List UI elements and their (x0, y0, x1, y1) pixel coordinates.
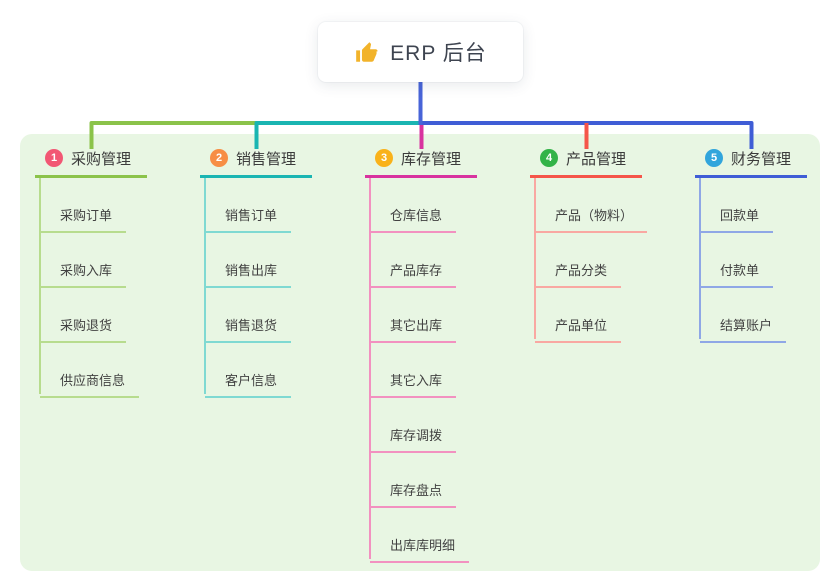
branch-label: 采购管理 (71, 150, 132, 168)
child-node-label[interactable]: 销售退货 (205, 315, 292, 343)
child-connector-line (534, 178, 536, 339)
child-node: 产品分类 (530, 233, 642, 288)
child-node-label[interactable]: 产品分类 (535, 260, 622, 288)
branch-title[interactable]: 4 产品管理 (530, 145, 642, 178)
child-node-label[interactable]: 销售订单 (205, 205, 292, 233)
branch-title[interactable]: 2 销售管理 (200, 145, 312, 178)
branch-column: 4 产品管理产品（物料） 产品分类产品单位 (530, 145, 648, 343)
branch-label: 产品管理 (566, 150, 627, 168)
child-node: 其它出库 (365, 288, 477, 343)
child-node: 出库库明细 (365, 508, 477, 563)
child-node-label[interactable]: 采购退货 (40, 315, 127, 343)
child-node-label[interactable]: 出库库明细 (370, 535, 470, 563)
child-node-label[interactable]: 产品单位 (535, 315, 622, 343)
child-node: 结算账户 (695, 288, 807, 343)
branch-number-badge: 3 (375, 149, 393, 167)
child-node: 付款单 (695, 233, 807, 288)
child-node-label[interactable]: 采购订单 (40, 205, 127, 233)
root-title: ERP 后台 (390, 42, 487, 65)
child-connector-line (39, 178, 41, 394)
child-node-label[interactable]: 销售出库 (205, 260, 292, 288)
child-node: 销售出库 (200, 233, 312, 288)
child-node: 供应商信息 (35, 343, 147, 398)
child-node: 产品库存 (365, 233, 477, 288)
child-node: 回款单 (695, 178, 807, 233)
child-node: 产品（物料） (530, 178, 648, 233)
child-node: 其它入库 (365, 343, 477, 398)
child-node: 采购入库 (35, 233, 147, 288)
branch-title[interactable]: 5 财务管理 (695, 145, 807, 178)
branch-label: 财务管理 (731, 150, 792, 168)
child-node-label[interactable]: 仓库信息 (370, 205, 457, 233)
child-node: 客户信息 (200, 343, 312, 398)
branch-title[interactable]: 3 库存管理 (365, 145, 477, 178)
branch-number-badge: 4 (540, 149, 558, 167)
root-node[interactable]: ERP 后台 (318, 22, 523, 82)
branch-number-badge: 2 (210, 149, 228, 167)
child-node: 采购退货 (35, 288, 147, 343)
child-node-label[interactable]: 供应商信息 (40, 370, 140, 398)
child-node: 库存盘点 (365, 453, 477, 508)
child-connector-line (204, 178, 206, 394)
child-node: 销售退货 (200, 288, 312, 343)
child-node-label[interactable]: 产品（物料） (535, 205, 648, 233)
child-node-label[interactable]: 其它出库 (370, 315, 457, 343)
child-connector-line (369, 178, 371, 559)
child-node-label[interactable]: 其它入库 (370, 370, 457, 398)
child-node: 库存调拨 (365, 398, 477, 453)
branch-title[interactable]: 1 采购管理 (35, 145, 147, 178)
branch-column: 5 财务管理回款单付款单结算账户 (695, 145, 807, 343)
branch-number-badge: 5 (705, 149, 723, 167)
thumbs-up-icon (354, 39, 380, 65)
branch-column: 3 库存管理仓库信息产品库存其它出库其它入库库存调拨库存盘点出库库明细 (365, 145, 477, 563)
child-node-label[interactable]: 采购入库 (40, 260, 127, 288)
branches-panel (20, 134, 820, 571)
child-node-label[interactable]: 产品库存 (370, 260, 457, 288)
branch-column: 1 采购管理采购订单采购入库采购退货供应商信息 (35, 145, 147, 398)
branch-column: 2 销售管理销售订单销售出库销售退货客户信息 (200, 145, 312, 398)
child-node: 销售订单 (200, 178, 312, 233)
child-node-label[interactable]: 结算账户 (700, 315, 787, 343)
child-node-label[interactable]: 付款单 (700, 260, 774, 288)
child-node-label[interactable]: 库存调拨 (370, 425, 457, 453)
branch-number-badge: 1 (45, 149, 63, 167)
child-connector-line (699, 178, 701, 339)
child-node: 仓库信息 (365, 178, 477, 233)
branch-label: 销售管理 (236, 150, 297, 168)
child-node: 产品单位 (530, 288, 642, 343)
branch-label: 库存管理 (401, 150, 462, 168)
child-node-label[interactable]: 客户信息 (205, 370, 292, 398)
child-node-label[interactable]: 库存盘点 (370, 480, 457, 508)
child-node: 采购订单 (35, 178, 147, 233)
child-node-label[interactable]: 回款单 (700, 205, 774, 233)
